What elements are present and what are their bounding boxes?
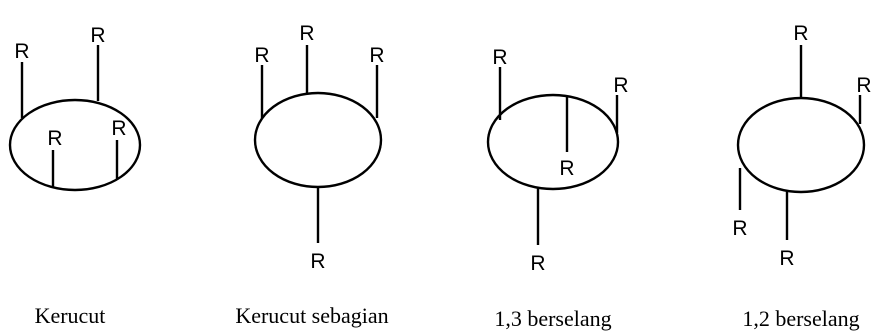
- ring-ellipse: [486, 93, 620, 191]
- conformer-caption: 1,2 berselang: [742, 306, 859, 331]
- r-label: R: [369, 44, 384, 67]
- conformer-1-2-berselang: R R R R 1,2 berselang: [732, 22, 871, 331]
- conformer-caption: 1,3 berselang: [494, 306, 611, 331]
- r-label: R: [530, 252, 545, 275]
- r-label: R: [492, 46, 507, 69]
- r-label: R: [111, 117, 126, 140]
- conformer-kerucut-sebagian: R R R R Kerucut sebagian: [235, 22, 388, 328]
- conformer-1-3-berselang: R R R R 1,3 berselang: [486, 46, 629, 331]
- r-label: R: [14, 40, 29, 63]
- r-label: R: [47, 127, 62, 150]
- ring-ellipse: [253, 91, 383, 189]
- r-label: R: [90, 24, 105, 47]
- conformer-caption: Kerucut: [35, 303, 106, 328]
- conformer-caption: Kerucut sebagian: [235, 303, 388, 328]
- r-label: R: [732, 217, 747, 240]
- ring-ellipse: [736, 96, 866, 194]
- r-label: R: [779, 247, 794, 270]
- r-label: R: [310, 250, 325, 273]
- r-label: R: [793, 22, 808, 45]
- ring-ellipse: [8, 98, 142, 192]
- r-label: R: [254, 44, 269, 67]
- r-label: R: [856, 74, 871, 97]
- r-label: R: [613, 74, 628, 97]
- r-label: R: [559, 157, 574, 180]
- conformer-kerucut: R R R R Kerucut: [8, 24, 142, 328]
- r-label: R: [299, 22, 314, 45]
